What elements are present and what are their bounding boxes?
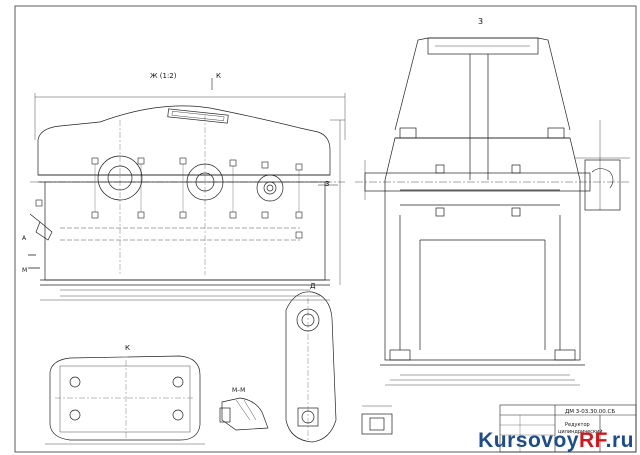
- section-mm-label: М–М: [232, 387, 245, 394]
- view-zh-label: Ж (1:2): [150, 72, 177, 80]
- view-d-label: Д: [310, 282, 316, 290]
- section-mm: [219, 397, 269, 431]
- watermark-part2: RF: [578, 429, 606, 452]
- title-block: [499, 404, 637, 453]
- view-k: [45, 355, 205, 445]
- front-view: [28, 78, 346, 301]
- watermark-part1: Kursovoy: [478, 429, 579, 452]
- site-watermark: KursovoyRF.ru: [478, 429, 634, 453]
- view-k-label: К: [125, 344, 130, 352]
- sheet-frame: [14, 5, 637, 453]
- view-k-arrow-label: К: [216, 72, 221, 80]
- view-3-arrow-label: 3: [325, 180, 329, 188]
- section-m-label: М: [22, 267, 27, 274]
- side-view: [355, 37, 630, 386]
- detail-section: [361, 405, 393, 435]
- doc-code: ДМ 3-03.30.00.СБ: [565, 409, 615, 415]
- view-d: [285, 291, 337, 443]
- watermark-part3: .ru: [605, 429, 634, 452]
- doc-name-line1: Редуктор: [565, 422, 590, 428]
- view-3-top-label: 3: [478, 17, 483, 26]
- doc-name-line2: цилиндрический: [558, 428, 603, 435]
- arrow-a-label: А: [22, 235, 27, 242]
